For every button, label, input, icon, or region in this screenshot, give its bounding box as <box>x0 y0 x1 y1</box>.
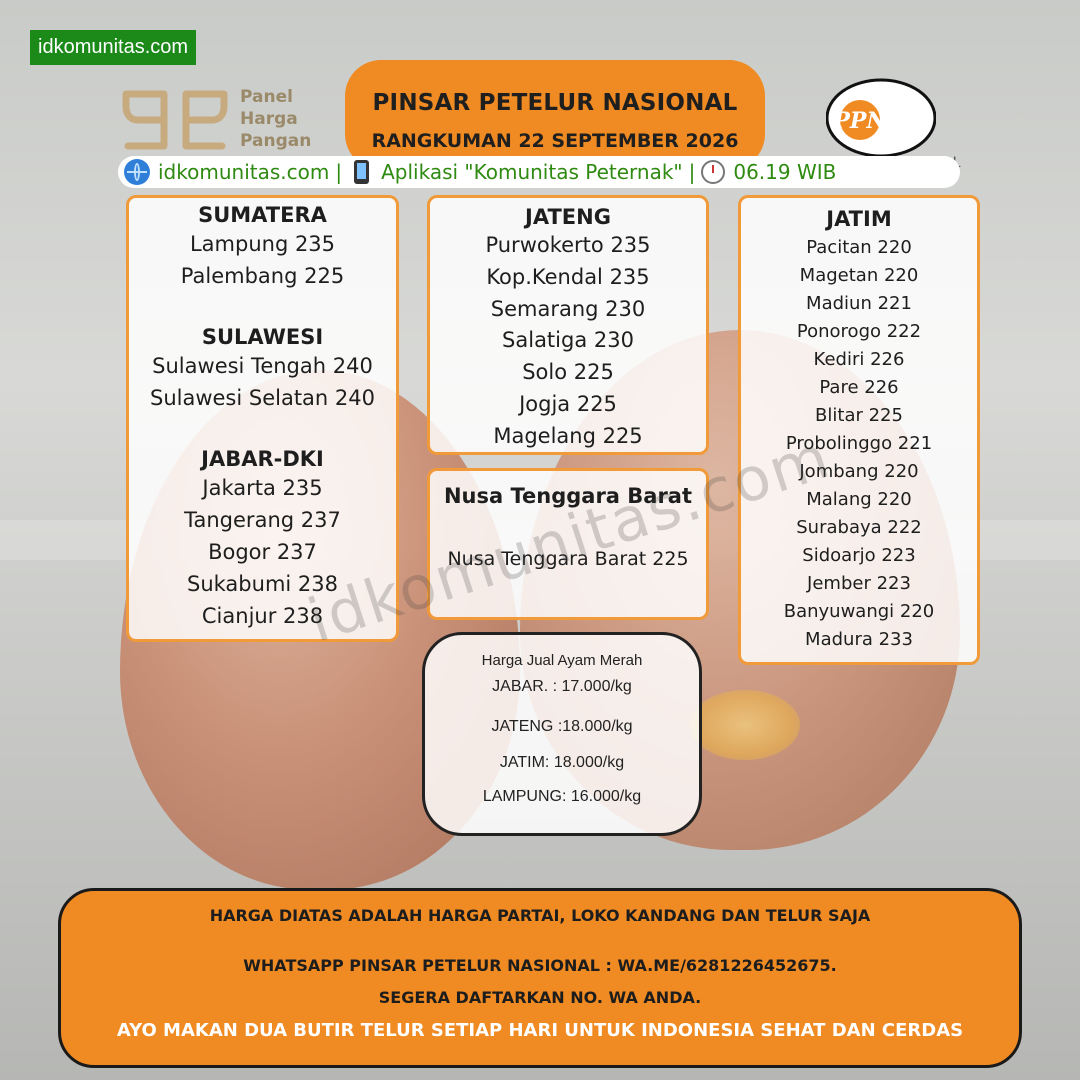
info-strip: idkomunitas.com | Aplikasi "Komunitas Pe… <box>118 156 960 188</box>
price-row: Lampung 235 <box>189 232 336 256</box>
strip-time: 06.19 WIB <box>733 160 837 184</box>
price-row: Banyuwangi 220 <box>783 601 935 622</box>
price-row: Pacitan 220 <box>806 237 912 258</box>
ppn-logo: PPN <box>826 78 936 158</box>
timer-icon <box>701 160 726 184</box>
logo-line-1: Panel <box>240 87 293 107</box>
egg-yolk <box>690 690 800 760</box>
ayam-merah-price-box: Harga Jual Ayam Merah JABAR. : 17.000/kg… <box>422 632 702 836</box>
header-banner: PINSAR PETELUR NASIONAL RANGKUMAN 22 SEP… <box>345 60 765 170</box>
globe-icon <box>124 159 150 185</box>
price-card-ntb: Nusa Tenggara Barat Nusa Tenggara Barat … <box>427 468 709 620</box>
price-row: Sulawesi Selatan 240 <box>149 386 375 410</box>
region-title-jabar-dki: JABAR-DKI <box>201 447 324 471</box>
price-row: Semarang 230 <box>490 296 646 321</box>
phone-icon <box>354 160 370 184</box>
region-title-sumatera: SUMATERA <box>198 203 327 227</box>
price-row: Nusa Tenggara Barat 225 <box>447 548 689 570</box>
price-row: Madura 233 <box>805 629 913 650</box>
price-row: Magelang 225 <box>493 423 643 448</box>
strip-site[interactable]: idkomunitas.com <box>158 160 330 184</box>
price-row: Probolinggo 221 <box>785 433 933 454</box>
price-card-left: SUMATERA Lampung 235 Palembang 225 SULAW… <box>126 195 399 642</box>
ayam-price-row: JATENG :18.000/kg <box>491 718 633 735</box>
strip-separator: | <box>335 160 343 184</box>
price-row: Cianjur 238 <box>201 604 324 628</box>
price-row: Purwokerto 235 <box>485 233 651 257</box>
logo-line-2: Harga <box>240 109 298 129</box>
price-row: Jombang 220 <box>799 461 919 482</box>
price-row: Tangerang 237 <box>184 508 341 532</box>
strip-app[interactable]: Aplikasi "Komunitas Peternak" <box>381 160 683 184</box>
price-row: Magetan 220 <box>799 265 919 286</box>
price-row: Sulawesi Tengah 240 <box>152 354 373 378</box>
region-title-jatim: JATIM <box>826 207 892 231</box>
ppn-initials: PPN <box>832 108 887 134</box>
price-row: Sukabumi 238 <box>187 572 338 596</box>
page-subtitle: RANGKUMAN 22 SEPTEMBER 2026 <box>371 130 739 152</box>
panel-harga-pangan-wordmark: Panel Harga Pangan <box>240 86 311 152</box>
ayam-price-row: JATIM: 18.000/kg <box>499 754 625 771</box>
price-row: Bogor 237 <box>208 540 317 564</box>
footer-whatsapp[interactable]: WHATSAPP PINSAR PETELUR NASIONAL : WA.ME… <box>243 956 837 975</box>
price-row: Surabaya 222 <box>796 517 922 538</box>
footer-slogan: AYO MAKAN DUA BUTIR TELUR SETIAP HARI UN… <box>116 1020 964 1041</box>
ayam-price-row: LAMPUNG: 16.000/kg <box>482 788 642 805</box>
price-row: Kediri 226 <box>813 349 905 370</box>
region-title-sulawesi: SULAWESI <box>201 325 324 349</box>
region-title-jateng: JATENG <box>525 205 611 229</box>
ayam-title: Harga Jual Ayam Merah <box>481 652 643 669</box>
price-card-jateng: JATENG Purwokerto 235 Kop.Kendal 235 Sem… <box>427 195 709 455</box>
price-row: Malang 220 <box>806 489 912 510</box>
price-row: Sidoarjo 223 <box>802 545 916 566</box>
price-row: Palembang 225 <box>180 264 345 288</box>
footer-note: HARGA DIATAS ADALAH HARGA PARTAI, LOKO K… <box>209 906 871 925</box>
ayam-price-row: JABAR. : 17.000/kg <box>492 678 632 695</box>
price-row: Jakarta 235 <box>202 476 323 500</box>
price-row: Kop.Kendal 235 <box>486 264 650 289</box>
footer-banner: HARGA DIATAS ADALAH HARGA PARTAI, LOKO K… <box>58 888 1022 1068</box>
price-row: Jember 223 <box>807 573 911 594</box>
price-row: Madiun 221 <box>806 293 912 314</box>
panel-harga-pangan-logo <box>122 90 228 150</box>
price-row: Salatiga 230 <box>502 328 634 353</box>
price-row: Blitar 225 <box>815 405 903 426</box>
site-tag[interactable]: idkomunitas.com <box>30 30 197 65</box>
logo-line-3: Pangan <box>240 131 312 151</box>
footer-register: SEGERA DAFTARKAN NO. WA ANDA. <box>378 988 702 1007</box>
region-title-ntb: Nusa Tenggara Barat <box>443 484 693 508</box>
price-row: Jogja 225 <box>519 391 617 416</box>
price-card-jatim: JATIM Pacitan 220 Magetan 220 Madiun 221… <box>738 195 980 665</box>
page-title: PINSAR PETELUR NASIONAL <box>372 90 738 116</box>
strip-separator: | <box>688 160 696 184</box>
price-row: Ponorogo 222 <box>796 321 922 342</box>
price-row: Solo 225 <box>522 360 614 385</box>
price-row: Pare 226 <box>819 377 899 398</box>
